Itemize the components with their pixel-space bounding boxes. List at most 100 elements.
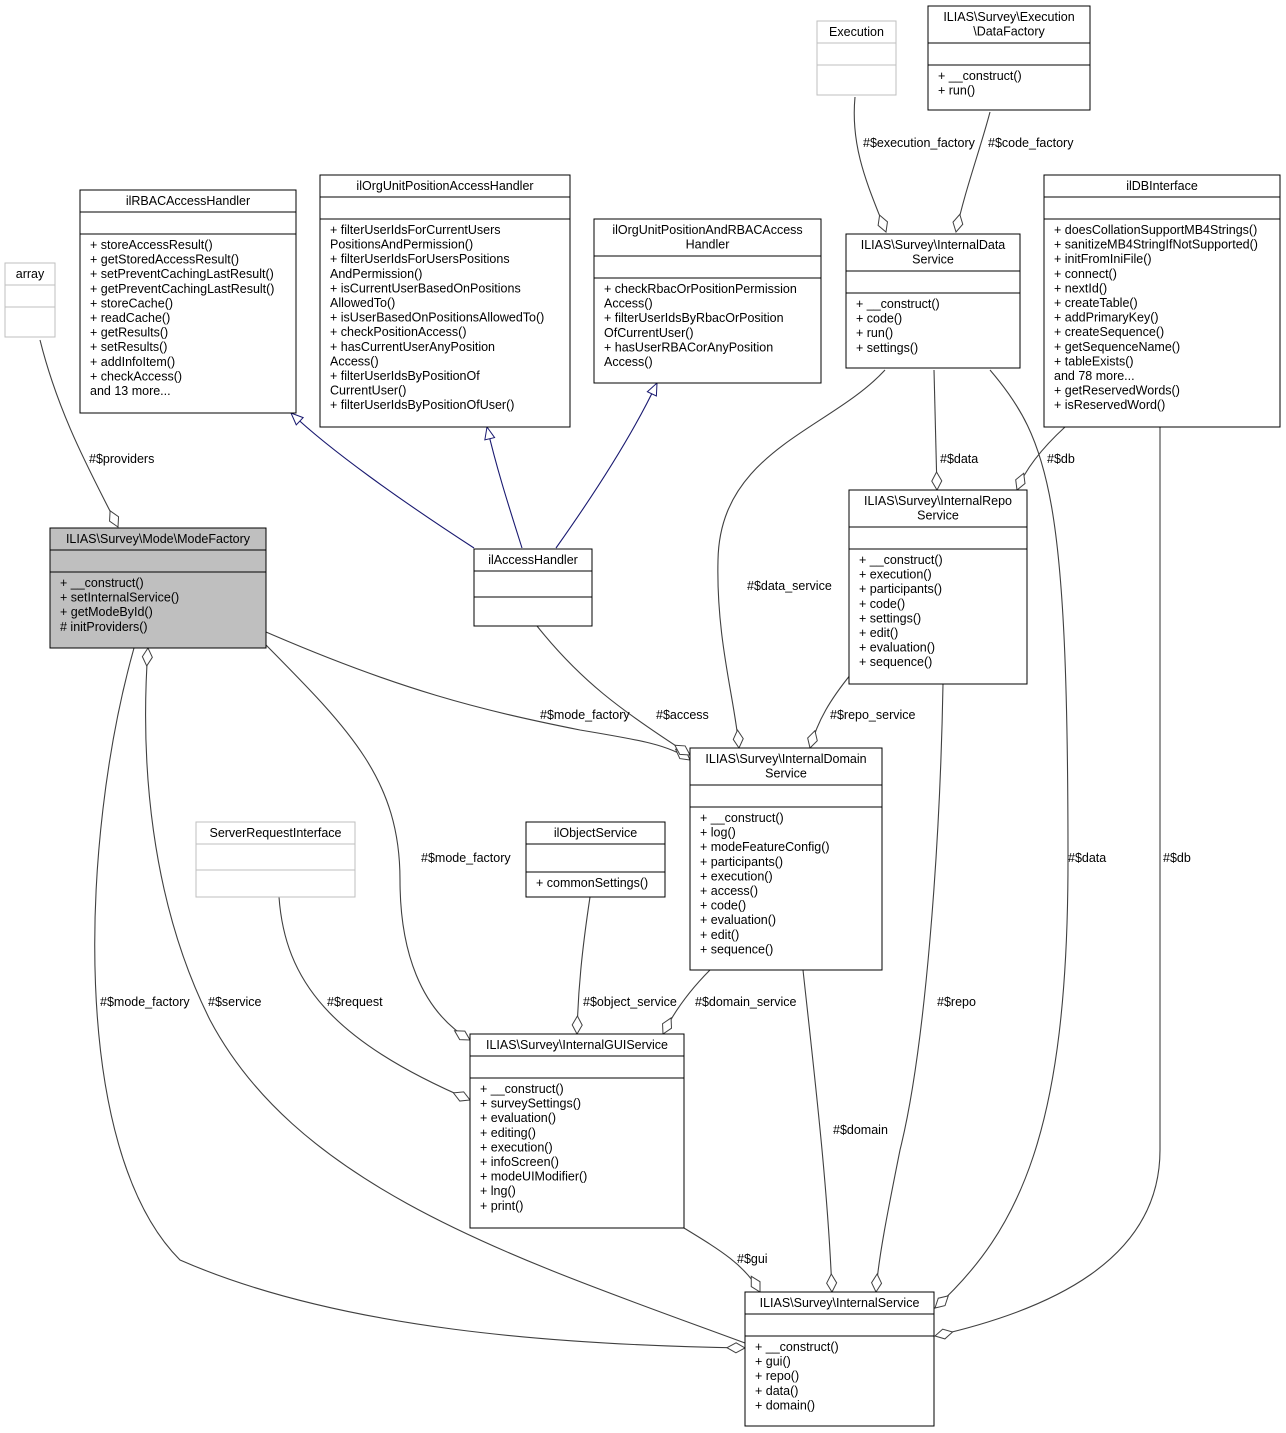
class-box xyxy=(319,174,571,428)
edge-mode-factory-gui xyxy=(265,644,470,1040)
class-method: + getReservedWords() xyxy=(1054,384,1180,398)
class-rbac[interactable]: ilRBACAccessHandler + storeAccessResult()… xyxy=(79,189,297,414)
class-method: + __construct() xyxy=(856,297,940,311)
label-data-2: #$data xyxy=(1068,851,1106,865)
class-box xyxy=(848,489,1028,685)
class-method: + __construct() xyxy=(60,576,144,590)
class-method: + domain() xyxy=(755,1398,815,1412)
edge-inherit-rbac xyxy=(291,413,475,549)
class-method: + evaluation() xyxy=(480,1111,556,1125)
class-box xyxy=(1043,174,1281,428)
class-method: + readCache() xyxy=(90,311,170,325)
class-method: + __construct() xyxy=(938,69,1022,83)
class-method: + infoScreen() xyxy=(480,1155,559,1169)
class-method: + execution() xyxy=(700,869,773,883)
class-guiservice[interactable]: ILIAS\Survey\InternalGUIService + __const… xyxy=(469,1033,685,1229)
class-method: + editing() xyxy=(480,1126,536,1140)
edge-data-service xyxy=(717,369,886,748)
class-method: + gui() xyxy=(755,1355,791,1369)
class-method: + addPrimaryKey() xyxy=(1054,311,1159,325)
class-method: + hasCurrentUserAnyPosition xyxy=(330,340,495,354)
label-mode-factory-1: #$mode_factory xyxy=(540,708,630,722)
class-execution[interactable]: Execution xyxy=(816,20,897,96)
class-dbinterface[interactable]: ilDBInterface+ doesCollationSupportMB4St… xyxy=(1043,174,1281,428)
class-method: + __construct() xyxy=(480,1082,564,1096)
class-method: Access() xyxy=(330,354,379,368)
class-method: + checkRbacOrPositionPermission xyxy=(604,282,797,296)
class-objectservice[interactable]: ilObjectService+ commonSettings() xyxy=(525,821,666,898)
class-title: ilOrgUnitPositionAccessHandler xyxy=(356,179,533,193)
edge-gui xyxy=(683,1227,760,1292)
label-data-service: #$data_service xyxy=(747,579,832,593)
label-data-1: #$data xyxy=(940,452,978,466)
class-modefactory[interactable]: ILIAS\Survey\Mode\ModeFactory+ __constru… xyxy=(49,527,267,649)
class-method: + __construct() xyxy=(700,811,784,825)
label-providers: #$providers xyxy=(89,452,154,466)
class-method: + createTable() xyxy=(1054,296,1138,310)
edge-data-to-internal xyxy=(935,369,1069,1308)
class-orgunit[interactable]: ilOrgUnitPositionAccessHandler + filterUs… xyxy=(319,174,571,428)
label-request: #$request xyxy=(327,995,383,1009)
label-object-service: #$object_service xyxy=(583,995,677,1009)
edge-repo xyxy=(876,683,944,1292)
class-method: + modeFeatureConfig() xyxy=(700,840,830,854)
class-serverrequest[interactable]: ServerRequestInterface xyxy=(195,821,356,898)
label-service: #$service xyxy=(208,995,262,1009)
edge-execution-factory xyxy=(853,96,886,232)
edge-inherit-orgunit xyxy=(487,427,523,549)
class-method: + execution() xyxy=(480,1140,553,1154)
class-method: + filterUserIdsByPositionOf xyxy=(330,369,480,383)
label-repo: #$repo xyxy=(937,995,976,1009)
class-method: + setResults() xyxy=(90,340,167,354)
class-array[interactable]: array xyxy=(4,262,56,338)
label-mode-factory-2: #$mode_factory xyxy=(421,851,511,865)
edge-providers xyxy=(39,339,118,527)
class-title: ilRBACAccessHandler xyxy=(126,194,250,208)
class-method: + getPreventCachingLastResult() xyxy=(90,282,274,296)
class-title: Service xyxy=(765,767,807,781)
class-method: + doesCollationSupportMB4Strings() xyxy=(1054,223,1257,237)
label-domain: #$domain xyxy=(833,1123,888,1137)
class-method: AllowedTo() xyxy=(330,296,395,310)
edge-db-to-repo xyxy=(1017,426,1066,490)
class-method: + filterUserIdsForUsersPositions xyxy=(330,252,510,266)
class-method: + lng() xyxy=(480,1184,516,1198)
class-box xyxy=(79,189,297,414)
class-title: ILIAS\Survey\InternalGUIService xyxy=(486,1038,668,1052)
class-box xyxy=(49,527,267,649)
class-method: + sequence() xyxy=(859,655,932,669)
class-title: ILIAS\Survey\InternalData xyxy=(861,238,1006,252)
class-title: ILIAS\Survey\Execution xyxy=(943,10,1074,24)
class-title: \DataFactory xyxy=(973,25,1045,39)
edge-request xyxy=(278,896,470,1100)
class-method: + storeAccessResult() xyxy=(90,238,213,252)
class-method: + execution() xyxy=(859,568,932,582)
edge-data-to-repo xyxy=(934,369,937,490)
class-method: + settings() xyxy=(856,341,918,355)
class-title: ilAccessHandler xyxy=(488,553,578,567)
class-method: + commonSettings() xyxy=(536,876,648,890)
label-repo-service: #$repo_service xyxy=(830,708,916,722)
class-internalservice[interactable]: ILIAS\Survey\InternalService+ __construc… xyxy=(744,1291,935,1427)
class-box xyxy=(195,821,356,898)
class-method: + setInternalService() xyxy=(60,591,179,605)
edge-mode-factory-internal xyxy=(94,647,745,1348)
label-gui: #$gui xyxy=(737,1252,768,1266)
class-method: + filterUserIdsByRbacOrPosition xyxy=(604,311,784,325)
class-method: Access() xyxy=(604,355,653,369)
class-method: Access() xyxy=(604,297,653,311)
class-title: Service xyxy=(912,253,954,267)
class-method: + code() xyxy=(700,899,746,913)
class-method: + __construct() xyxy=(859,553,943,567)
class-accesshandler[interactable]: ilAccessHandler xyxy=(473,548,593,627)
class-method: + filterUserIdsByPositionOfUser() xyxy=(330,398,514,412)
class-method: + __construct() xyxy=(755,1340,839,1354)
class-method: + addInfoItem() xyxy=(90,355,175,369)
class-datafactory[interactable]: ILIAS\Survey\Execution\DataFactory + __co… xyxy=(927,5,1091,111)
class-method: + tableExists() xyxy=(1054,354,1134,368)
